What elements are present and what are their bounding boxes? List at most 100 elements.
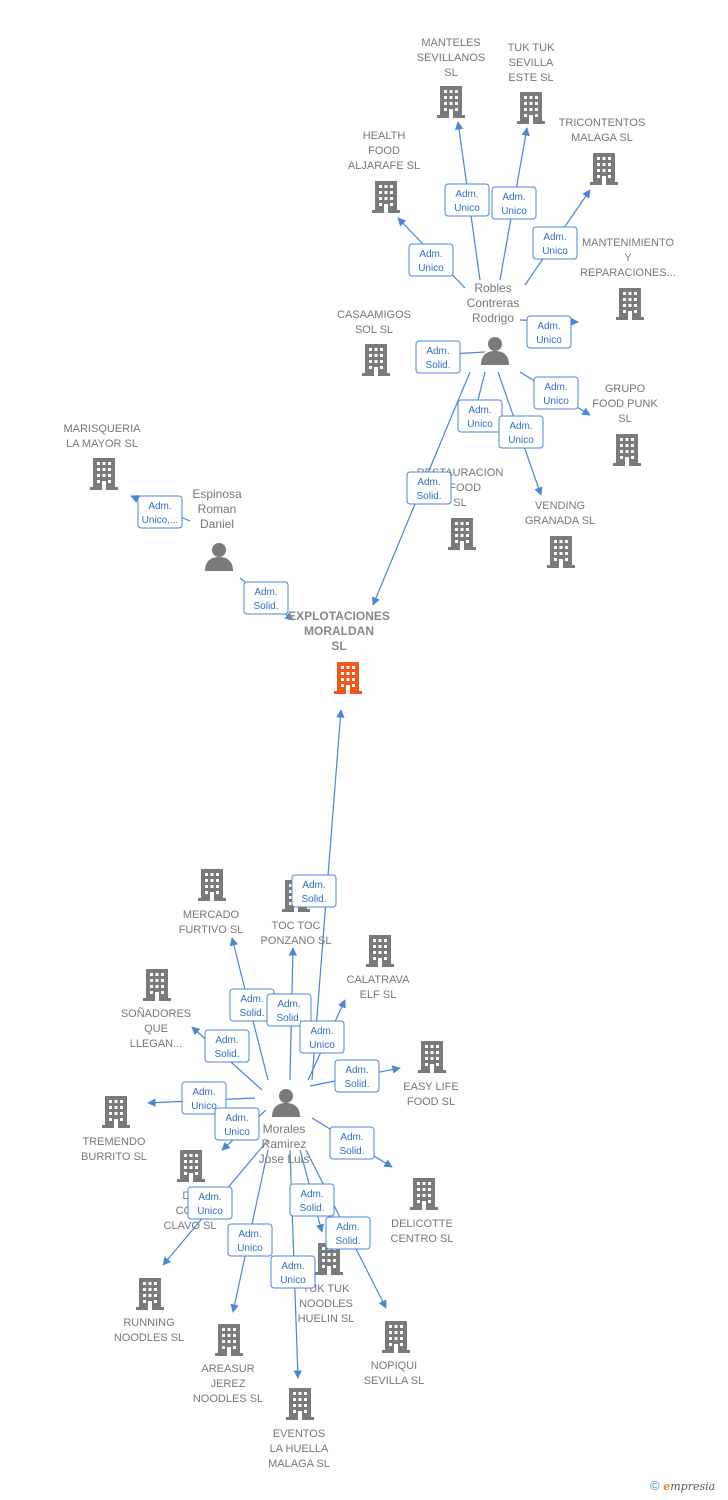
edge-badge[interactable]: Adm. Solid.: [291, 874, 337, 908]
edge-badge[interactable]: Adm.Solid.: [334, 1059, 380, 1093]
company-building-icon[interactable]: [362, 344, 390, 376]
edge-badge-box: [526, 315, 572, 349]
node-label-line: EASY LIFE: [403, 1081, 458, 1093]
edge-badge-text: Solid.: [276, 1013, 301, 1024]
node-label-line: ELF SL: [360, 989, 397, 1001]
edge-badge-text: Unico: [197, 1206, 223, 1217]
edge-badge-text: Unico: [543, 396, 569, 407]
company-building-icon[interactable]: [136, 1278, 164, 1310]
edge-badge[interactable]: Adm.Unico: [457, 399, 503, 433]
node-label-line: MARISQUERIA: [63, 423, 141, 435]
company-building-icon[interactable]: [410, 1178, 438, 1210]
company-building-icon[interactable]: [372, 181, 400, 213]
company-building-icon[interactable]: [547, 536, 575, 568]
edge-badge-box: [325, 1216, 371, 1250]
edge-badge[interactable]: Adm.Solid.: [266, 993, 312, 1027]
edge-badge-box: [408, 243, 454, 277]
edge-badge-box: [444, 183, 490, 217]
node-label-line: EVENTOS: [273, 1428, 325, 1440]
node-label-line: SL: [331, 639, 346, 653]
edge-badge[interactable]: Adm.Unico: [444, 183, 490, 217]
node-label-line: REPARACIONES...: [580, 267, 676, 279]
company-building-icon[interactable]: [286, 1388, 314, 1420]
company-building-icon[interactable]: [448, 518, 476, 550]
person-icon[interactable]: [272, 1089, 300, 1117]
node-label-line: FOOD PUNK: [592, 398, 658, 410]
edge-badge[interactable]: Adm.Solid.: [415, 340, 461, 374]
edge-badge-text: Solid.: [301, 894, 326, 905]
company-building-icon[interactable]: [177, 1150, 205, 1182]
company-building-icon[interactable]: [143, 969, 171, 1001]
edge-badge-text: Adm.: [302, 880, 325, 891]
edge-badge-box: [181, 1081, 227, 1115]
edge-badge[interactable]: Adm.Unico,...: [137, 495, 183, 529]
edge-badge-box: [187, 1186, 233, 1220]
company-building-icon[interactable]: [437, 86, 465, 118]
person-icon[interactable]: [481, 337, 509, 365]
edge-badge-box: [406, 471, 452, 505]
edge-badge[interactable]: Adm.Unico: [498, 415, 544, 449]
company-building-icon[interactable]: [590, 153, 618, 185]
edge-badge[interactable]: Adm. Unico: [214, 1107, 260, 1141]
edge-badge[interactable]: Adm.Unico: [526, 315, 572, 349]
edge-badge-box: [329, 1126, 375, 1160]
person-icon[interactable]: [205, 543, 233, 571]
node-label-line: SL: [444, 67, 457, 79]
edge-badge[interactable]: Adm.Solid.: [243, 581, 289, 615]
edge-badge-box: [204, 1029, 250, 1063]
edge-badge[interactable]: Adm.Unico: [408, 243, 454, 277]
node-label-line: DELICOTTE: [391, 1218, 453, 1230]
edge-badge-text: Adm.: [225, 1113, 248, 1124]
company-building-icon[interactable]: [382, 1321, 410, 1353]
edge-badge-text: Unico: [191, 1101, 217, 1112]
node-label-line: TUK TUK: [508, 42, 556, 54]
center-company-building-icon[interactable]: [334, 662, 362, 694]
edge-badge-text: Unico: [467, 419, 493, 430]
edge-badge[interactable]: Adm. Unico: [181, 1081, 227, 1115]
edge-badge[interactable]: Adm.Solid.: [325, 1216, 371, 1250]
edge-badge[interactable]: Adm.Solid.: [289, 1183, 335, 1217]
edge-badge[interactable]: Adm.Unico: [299, 1020, 345, 1054]
company-building-icon[interactable]: [616, 288, 644, 320]
node-label-line: EXPLOTACIONES: [288, 609, 390, 623]
company-building-icon[interactable]: [366, 935, 394, 967]
node-label-line: Rodrigo: [472, 311, 514, 325]
edge-badge[interactable]: Adm.Solid.: [204, 1029, 250, 1063]
node-label-line: Morales: [263, 1122, 306, 1136]
edge-badge-text: Adm.: [192, 1087, 215, 1098]
node-label-line: LA HUELLA: [270, 1443, 329, 1455]
company-building-icon[interactable]: [102, 1096, 130, 1128]
edge-badge[interactable]: Adm.Solid.: [329, 1126, 375, 1160]
company-building-icon[interactable]: [198, 869, 226, 901]
edge-badge-text: Solid.: [335, 1236, 360, 1247]
edge-badge-text: Solid.: [416, 491, 441, 502]
edge-badge[interactable]: Adm.Unico: [491, 186, 537, 220]
node-label-line: PONZANO SL: [261, 935, 332, 947]
edge-badge[interactable]: Adm.Unico: [270, 1255, 316, 1289]
edge-badge[interactable]: Adm.Solid.: [406, 471, 452, 505]
node-label-line: CALATRAVA: [347, 974, 411, 986]
edge-badge[interactable]: Adm.Unico: [532, 226, 578, 260]
edge-badge-box: [270, 1255, 316, 1289]
company-building-icon[interactable]: [215, 1324, 243, 1356]
node-label-line: NOODLES: [299, 1298, 353, 1310]
node-label-line: Daniel: [200, 517, 234, 531]
company-building-icon[interactable]: [90, 458, 118, 490]
edge-badge[interactable]: Adm.Unico: [187, 1186, 233, 1220]
edge-badge-text: Solid.: [344, 1079, 369, 1090]
node-label-line: SOÑADORES: [121, 1007, 191, 1020]
company-building-icon[interactable]: [418, 1041, 446, 1073]
edge-badge-box: [266, 993, 312, 1027]
edge-badge[interactable]: Adm.Unico: [533, 376, 579, 410]
edge-badge-box: [533, 376, 579, 410]
edge-badge-text: Adm.: [240, 994, 263, 1005]
footer-brand[interactable]: © empresia: [650, 1478, 715, 1493]
edge-badge-text: Unico: [224, 1127, 250, 1138]
node-label-line: JEREZ: [211, 1378, 246, 1390]
company-building-icon[interactable]: [613, 434, 641, 466]
edge-badge[interactable]: Adm.Unico: [227, 1223, 273, 1257]
company-building-icon[interactable]: [517, 92, 545, 124]
edge-badge-box: [214, 1107, 260, 1141]
node-label-line: RUNNING: [123, 1317, 174, 1329]
node-label-line: TREMENDO: [83, 1136, 146, 1148]
